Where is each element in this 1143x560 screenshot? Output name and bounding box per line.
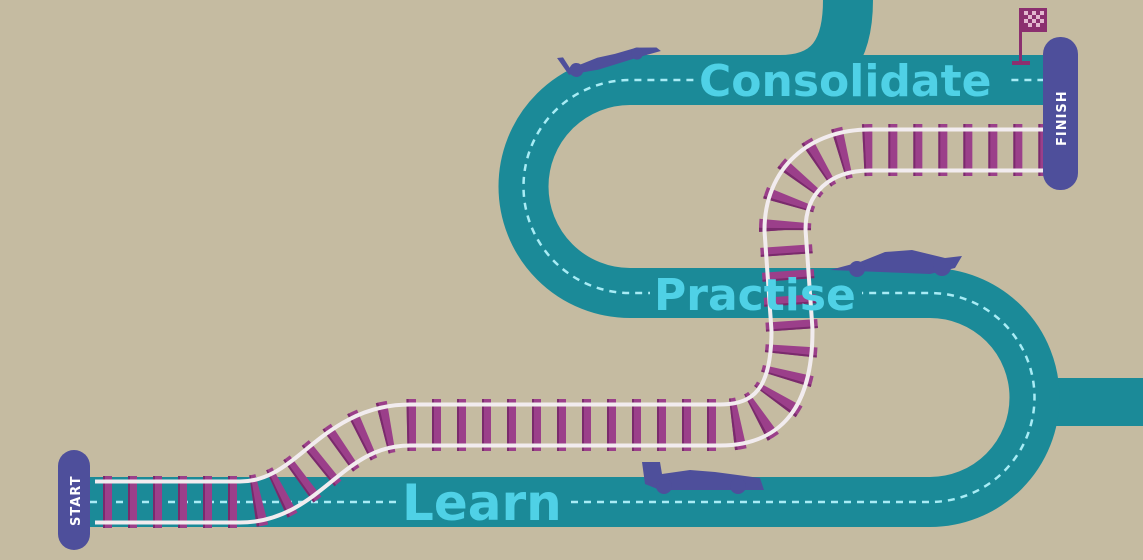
finish-marker: FINISH: [1043, 37, 1078, 190]
race-car-icon-middle: [830, 250, 962, 277]
race-car-icon-bottom: [642, 462, 764, 494]
stage-label-consolidate: Consolidate: [699, 56, 992, 107]
start-label: START: [69, 475, 84, 526]
checkered-flag-icon: [1012, 8, 1047, 65]
start-marker: START: [58, 450, 90, 550]
race-car-icon-top: [557, 47, 661, 77]
stage-label-learn: Learn: [402, 474, 562, 532]
stage-label-practise: Practise: [654, 270, 856, 321]
finish-label: FINISH: [1055, 90, 1070, 146]
